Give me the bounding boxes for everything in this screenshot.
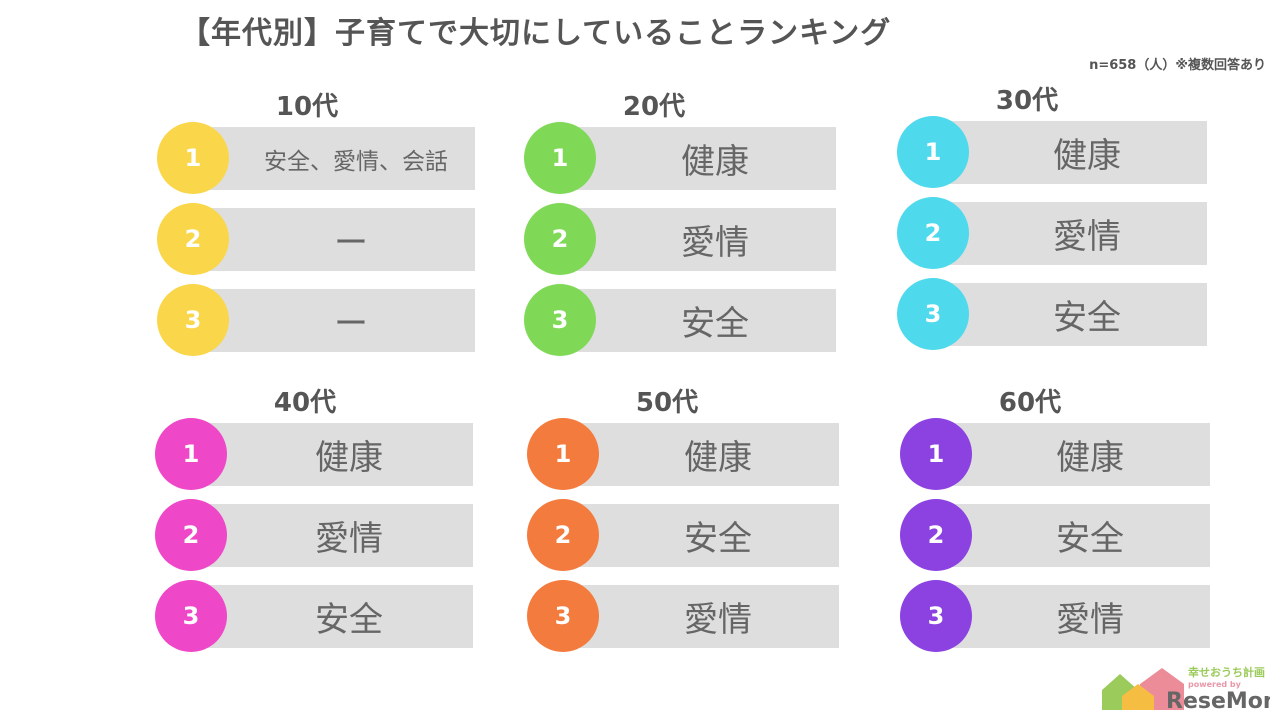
logo-brand: ReseMom [1166, 689, 1270, 712]
rank-badge: 3 [157, 284, 229, 356]
logo-tagline: 幸せおうち計画 [1188, 665, 1265, 679]
group-title: 20代 [622, 92, 686, 122]
rank-badge: 2 [900, 499, 972, 571]
ranking-item-label: 愛情 [950, 585, 1210, 648]
rank-badge: 1 [900, 418, 972, 490]
rank-badge: 1 [527, 418, 599, 490]
ranking-item-label: ー [207, 289, 475, 352]
group-title: 30代 [995, 86, 1059, 116]
rank-badge: 1 [157, 122, 229, 194]
rank-badge: 3 [897, 278, 969, 350]
rank-badge: 2 [524, 203, 596, 275]
ranking-item-label: 安全 [205, 585, 473, 648]
rank-badge: 3 [527, 580, 599, 652]
ranking-item-label: 安全 [947, 283, 1207, 346]
group-title: 40代 [273, 388, 337, 418]
group-title: 50代 [635, 388, 699, 418]
ranking-item-label: 安全 [577, 504, 839, 567]
ranking-item-label: ー [207, 208, 475, 271]
ranking-item-label: 健康 [577, 423, 839, 486]
rank-badge: 1 [155, 418, 227, 490]
ranking-item-label: 健康 [947, 121, 1207, 184]
ranking-item-label: 安全 [950, 504, 1210, 567]
rank-badge: 1 [524, 122, 596, 194]
ranking-item-label: 愛情 [205, 504, 473, 567]
group-title: 60代 [998, 388, 1062, 418]
ranking-item-label: 健康 [205, 423, 473, 486]
ranking-item-label: 健康 [574, 127, 836, 190]
ranking-item-label: 愛情 [577, 585, 839, 648]
ranking-item-label: 安全 [574, 289, 836, 352]
page-title: 【年代別】子育てで大切にしていることランキング [180, 16, 892, 51]
rank-badge: 3 [524, 284, 596, 356]
resemom-logo: 幸せおうち計画 powered by ReseMom [1102, 665, 1270, 712]
rank-badge: 2 [527, 499, 599, 571]
rank-badge: 1 [897, 116, 969, 188]
rank-badge: 3 [900, 580, 972, 652]
rank-badge: 3 [155, 580, 227, 652]
ranking-item-label: 安全、愛情、会話 [207, 127, 475, 190]
ranking-item-label: 愛情 [574, 208, 836, 271]
rank-badge: 2 [155, 499, 227, 571]
logo-powered: powered by [1188, 680, 1242, 689]
rank-badge: 2 [897, 197, 969, 269]
rank-badge: 2 [157, 203, 229, 275]
sample-note: n=658（人）※複数回答あり [1089, 58, 1266, 73]
ranking-item-label: 健康 [950, 423, 1210, 486]
ranking-item-label: 愛情 [947, 202, 1207, 265]
group-title: 10代 [275, 92, 339, 122]
